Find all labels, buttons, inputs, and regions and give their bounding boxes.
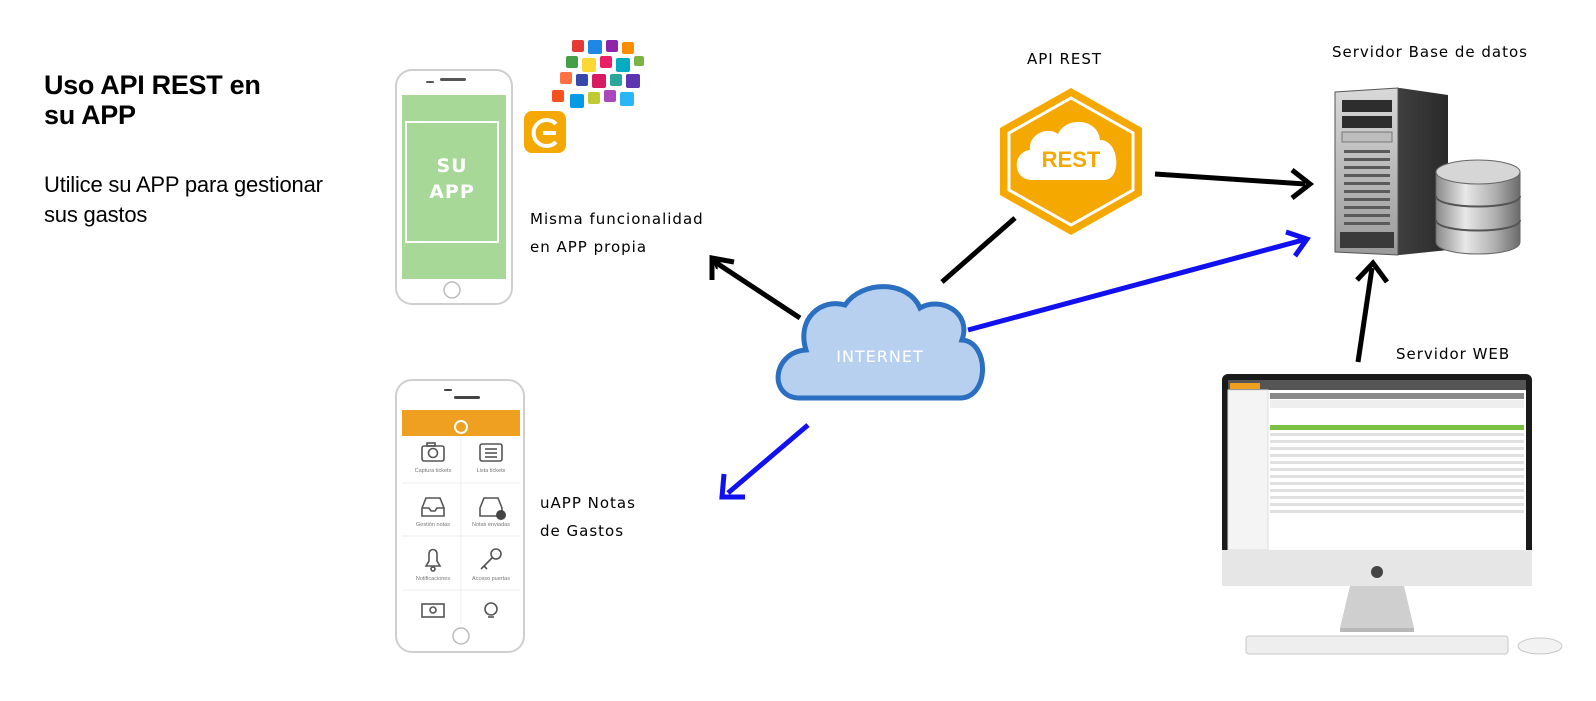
su-app-screen-line-1: SU [436, 155, 467, 177]
key-icon [480, 548, 502, 570]
money-icon [421, 603, 445, 618]
title-line-2: su APP [44, 100, 136, 130]
tile-label: Lista tickets [477, 468, 506, 474]
uapp-phone: Captura tickets Lista tickets Gestión no… [395, 379, 525, 653]
inbox-icon [421, 497, 445, 517]
own-app-caption-line-1: Misma funcionalidad [530, 210, 704, 228]
su-app-phone: SU APP [395, 69, 513, 305]
tile-label: Acceso puertas [472, 576, 510, 582]
own-app-caption-line-2: en APP propia [530, 238, 648, 256]
tile-label: Notas enviadas [472, 522, 510, 528]
database-server-icon [1334, 87, 1521, 256]
uapp-caption: uAPP Notas de Gastos [540, 489, 636, 545]
arrow-internet-to-own-app [709, 255, 802, 321]
internet-label: INTERNET [836, 347, 924, 366]
internet-cloud: INTERNET [775, 284, 985, 401]
inbox-check-icon [479, 497, 506, 520]
arrow-internet-to-db [967, 229, 1311, 333]
subtitle-line-2: sus gastos [44, 202, 148, 227]
page-subtitle: Utilice su APP para gestionar sus gastos [44, 170, 323, 230]
app-icons-cluster [524, 40, 644, 153]
arrow-internet-to-uapp [719, 423, 810, 500]
tile-label: Gestión notas [416, 522, 450, 528]
title-line-1: Uso API REST en [44, 70, 261, 100]
uapp-caption-line-1: uAPP Notas [540, 494, 636, 512]
web-server-label: Servidor WEB [1396, 345, 1511, 363]
subtitle-line-1: Utilice su APP para gestionar [44, 172, 323, 197]
rest-badge-label: REST [1042, 147, 1101, 172]
arrow-internet-to-rest [940, 216, 1017, 284]
tile-label: Captura tickets [415, 468, 452, 474]
uapp-caption-line-2: de Gastos [540, 522, 625, 540]
web-server-monitor-icon [1222, 374, 1563, 655]
arrow-rest-to-db [1154, 168, 1315, 200]
arrow-web-to-db [1355, 259, 1390, 363]
page-title: Uso API REST en su APP [44, 70, 261, 130]
ticket-list-icon [479, 443, 503, 462]
tile-label: Notificaciones [416, 576, 450, 582]
own-app-caption: Misma funcionalidad en APP propia [530, 205, 704, 261]
rest-api-badge: REST [1000, 88, 1142, 235]
db-server-label: Servidor Base de datos [1332, 43, 1528, 61]
camera-icon [421, 442, 445, 462]
api-rest-label: API REST [1027, 50, 1103, 68]
lightbulb-icon [484, 602, 498, 618]
su-app-screen-line-2: APP [429, 181, 475, 203]
bell-icon [424, 548, 442, 572]
